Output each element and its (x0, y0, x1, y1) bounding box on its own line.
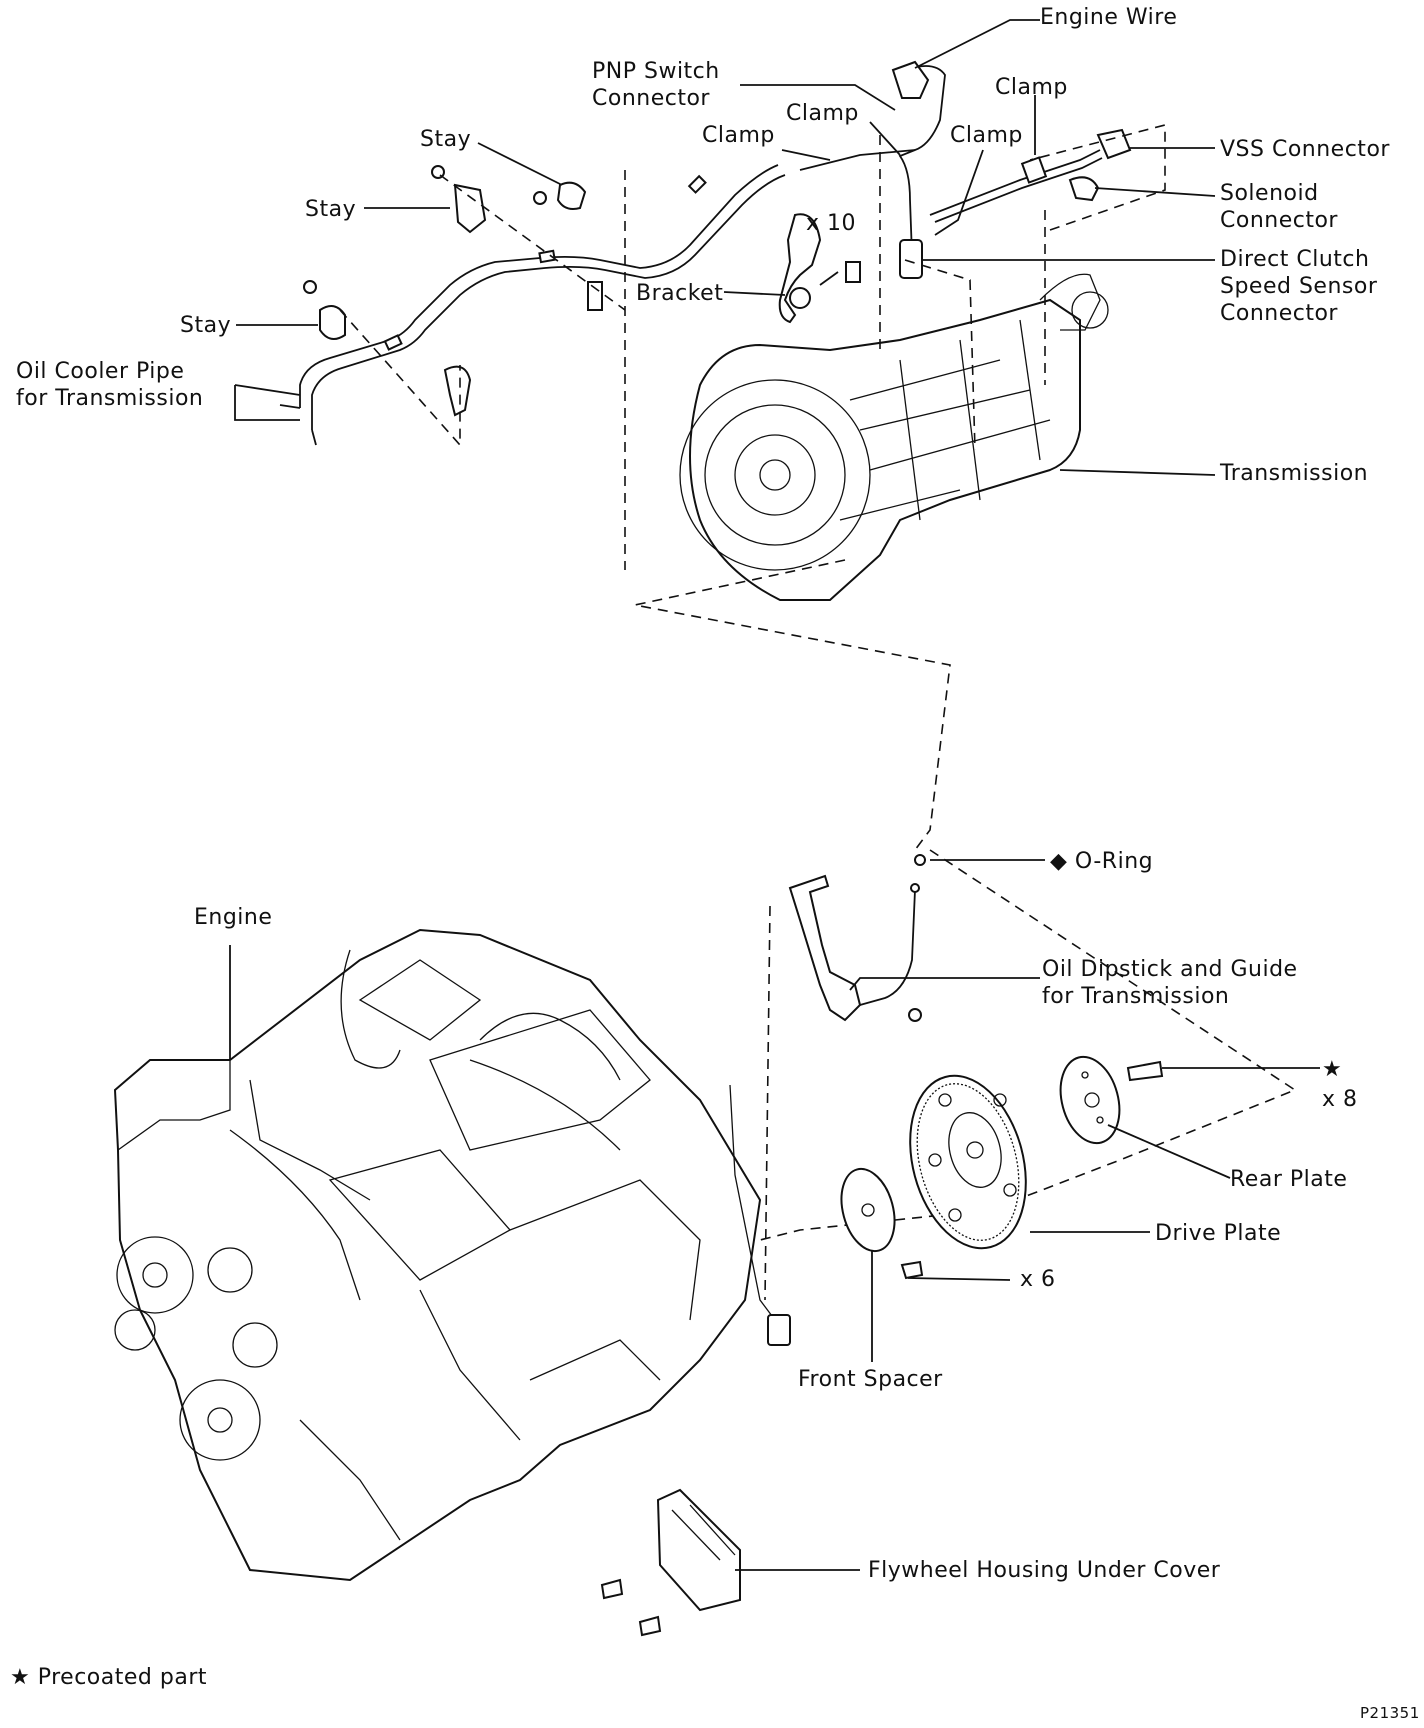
footnote-precoated-part: ★ Precoated part (10, 1664, 207, 1691)
flywheel-cover-drawing (600, 1488, 741, 1637)
alignment-dashed-lines (339, 123, 1297, 1301)
label-line: Oil Dipstick and Guide (1042, 957, 1298, 982)
label-line: Speed Sensor (1220, 274, 1378, 299)
label-line: Solenoid (1220, 181, 1319, 206)
label-drive-plate: Drive Plate (1155, 1221, 1282, 1246)
label-text: O-Ring (1074, 849, 1154, 874)
label-oil-dipstick: Oil Dipstick and Guide for Transmission (1042, 956, 1298, 1010)
precoated-star-icon: ★ (1322, 1057, 1343, 1082)
engine-drawing (113, 928, 791, 1582)
label-flywheel-housing-under-cover: Flywheel Housing Under Cover (868, 1558, 1221, 1583)
label-o-ring: ◆ O-Ring (1050, 848, 1153, 875)
non-reusable-diamond-icon: ◆ (1050, 849, 1068, 874)
label-line: for Transmission (16, 386, 204, 411)
transmission-drawing (679, 273, 1109, 601)
label-transmission: Transmission (1220, 461, 1369, 486)
label-clamp-left: Clamp (702, 123, 775, 148)
label-stay-top: Stay (420, 127, 472, 152)
label-stay-middle: Stay (305, 197, 357, 222)
label-engine-wire: Engine Wire (1040, 5, 1178, 30)
label-rear-plate: Rear Plate (1230, 1167, 1348, 1192)
label-line: Direct Clutch (1220, 247, 1370, 272)
label-line: Connector (1220, 301, 1338, 326)
label-line: for Transmission (1042, 984, 1230, 1009)
label-line: PNP Switch (592, 59, 720, 84)
engine-wire-harness-drawing (778, 60, 1132, 324)
precoated-star-icon: ★ (10, 1665, 31, 1690)
footnote-text: Precoated part (37, 1665, 207, 1690)
label-bracket: Bracket (636, 281, 724, 306)
label-line: Connector (592, 86, 710, 111)
label-pnp-switch-connector: PNP Switch Connector (592, 58, 720, 112)
label-front-spacer: Front Spacer (798, 1367, 943, 1392)
leader-lines (229, 19, 1320, 1571)
label-bolt-count-6: x 6 (1020, 1267, 1056, 1292)
rear-plate-drawing (1059, 1055, 1164, 1145)
oil-dipstick-drawing (788, 874, 922, 1022)
label-vss-connector: VSS Connector (1220, 137, 1390, 162)
label-line: Oil Cooler Pipe (16, 359, 185, 384)
front-spacer-drawing (840, 1167, 924, 1280)
label-stay-bottom: Stay (180, 313, 232, 338)
label-clamp-top: Clamp (995, 75, 1068, 100)
oil-cooler-pipe-drawing (279, 164, 786, 446)
label-solenoid-connector: Solenoid Connector (1220, 180, 1338, 234)
label-bolt-count-10: x 10 (806, 211, 857, 236)
label-clamp-right: Clamp (950, 123, 1023, 148)
label-line: Connector (1220, 208, 1338, 233)
label-bolt-count-8: x 8 (1322, 1087, 1358, 1112)
figure-code: P21351 (1360, 1704, 1420, 1722)
label-engine: Engine (194, 905, 273, 930)
label-oil-cooler-pipe: Oil Cooler Pipe for Transmission (16, 358, 203, 412)
label-clamp-upper: Clamp (786, 101, 859, 126)
label-direct-clutch-sensor-connector: Direct Clutch Speed Sensor Connector (1220, 246, 1377, 327)
stay-parts-drawing (303, 165, 603, 417)
o-ring-drawing (914, 854, 926, 866)
drive-plate-drawing (909, 1074, 1027, 1250)
